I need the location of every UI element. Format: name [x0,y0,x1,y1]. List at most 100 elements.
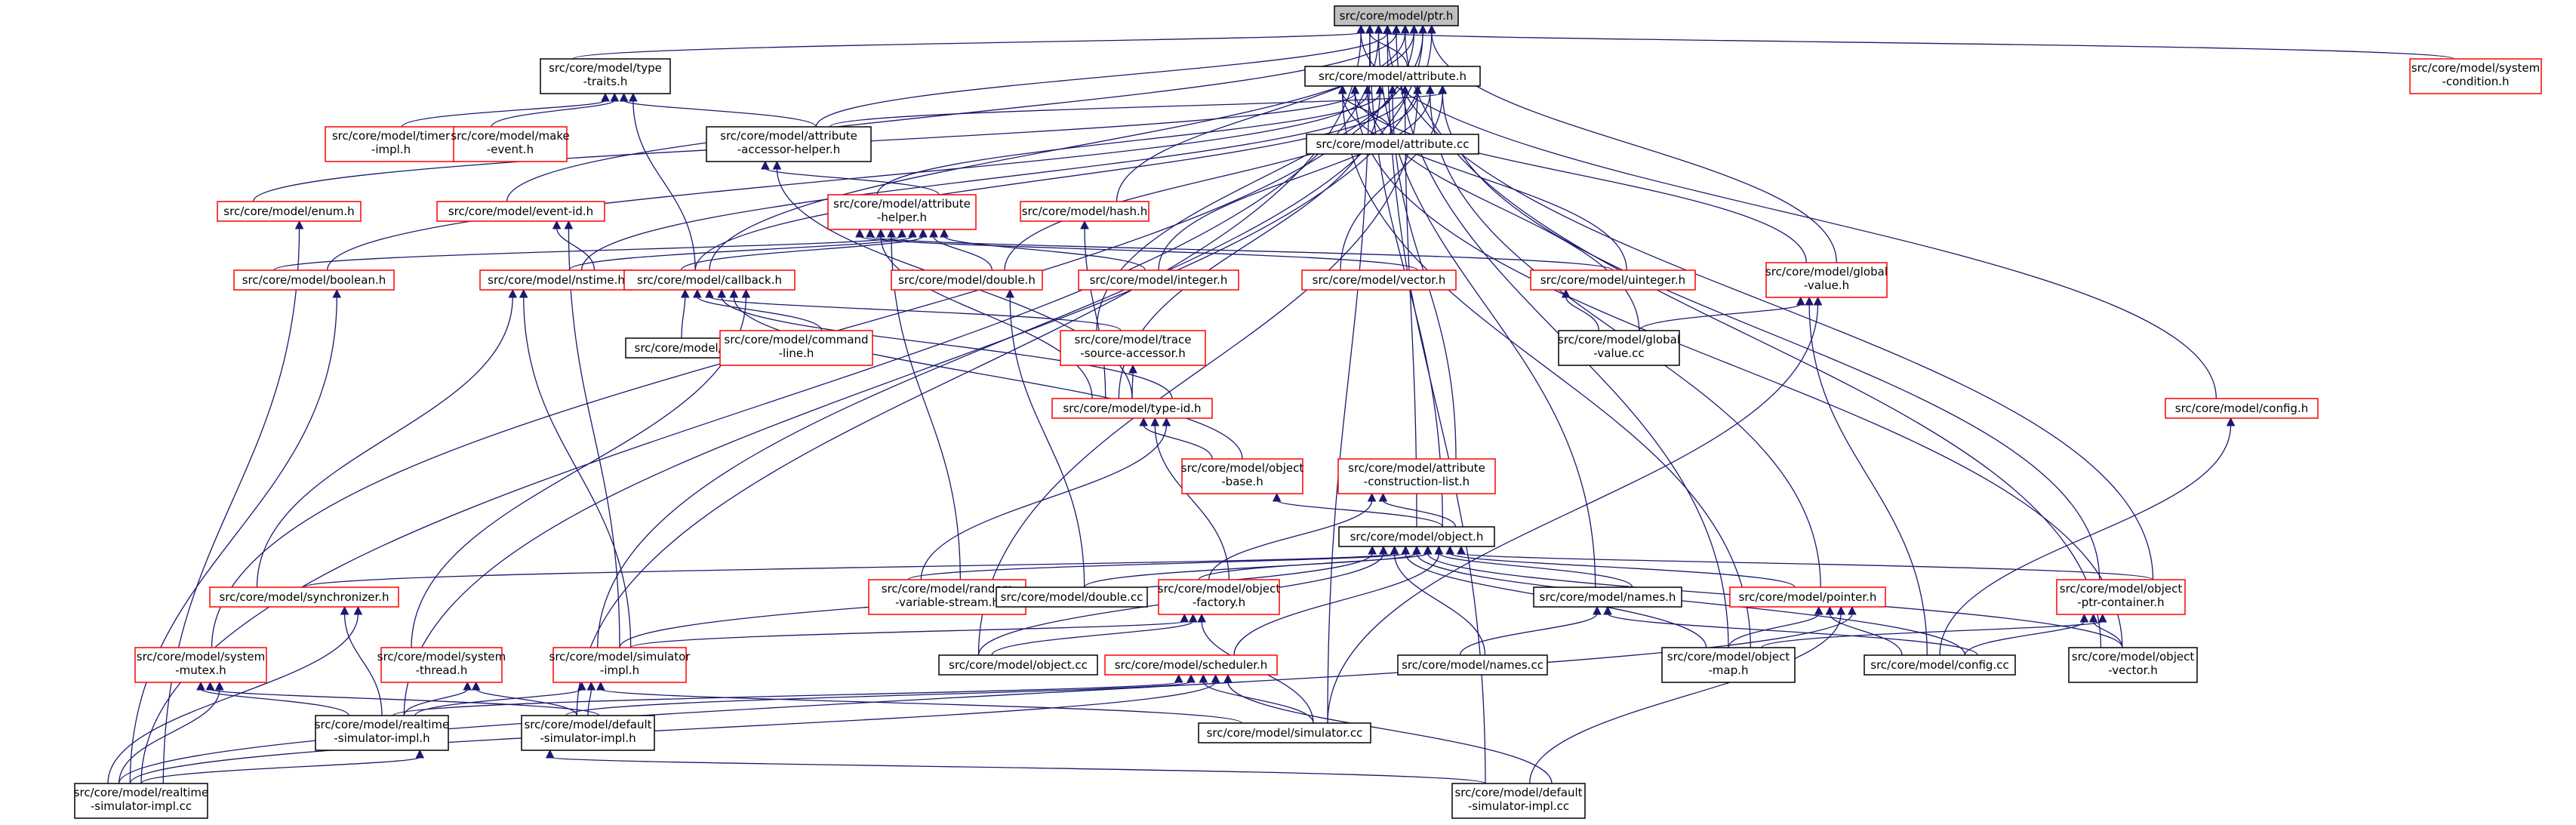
node-box-object_h[interactable] [1338,526,1495,547]
node-object_cc[interactable]: src/core/model/object.cc [938,654,1098,676]
node-box-command_line[interactable] [719,330,873,366]
node-attribute_cc[interactable]: src/core/model/attribute.cc [1306,134,1479,155]
node-realtime_impl_cc[interactable]: src/core/model/realtime-simulator-impl.c… [74,783,209,819]
node-uinteger[interactable]: src/core/model/uinteger.h [1530,269,1696,291]
node-box-uinteger[interactable] [1530,269,1696,291]
node-attribute[interactable]: src/core/model/attribute.h [1304,66,1481,87]
node-box-callback[interactable] [623,269,796,291]
node-box-system_condition[interactable] [2409,58,2542,94]
node-object_vector[interactable]: src/core/model/object-vector.h [2068,647,2198,683]
node-type_id[interactable]: src/core/model/type-id.h [1051,398,1213,419]
node-box-hash[interactable] [1020,201,1150,222]
node-nstime[interactable]: src/core/model/nstime.h [479,269,633,291]
node-default_impl_h[interactable]: src/core/model/default-simulator-impl.h [521,715,655,751]
node-accessor_helper[interactable]: src/core/model/attribute-accessor-helper… [706,126,872,162]
node-callback[interactable]: src/core/model/callback.h [623,269,796,291]
node-box-object_map[interactable] [1661,647,1796,683]
node-box-construction_list[interactable] [1337,458,1496,494]
node-system_thread[interactable]: src/core/model/system-thread.h [377,647,506,683]
node-double_cc[interactable]: src/core/model/double.cc [996,586,1148,608]
node-type_traits[interactable]: src/core/model/type-traits.h [540,58,671,94]
node-box-double_h[interactable] [891,269,1043,291]
node-config_cc[interactable]: src/core/model/config.cc [1864,654,2016,676]
node-box-realtime_impl_cc[interactable] [74,783,208,819]
node-box-config_cc[interactable] [1864,654,2016,676]
node-system_condition[interactable]: src/core/model/system-condition.h [2409,58,2542,94]
node-event_id[interactable]: src/core/model/event-id.h [436,201,605,222]
node-enum[interactable]: src/core/model/enum.h [217,201,362,222]
node-box-nstime[interactable] [479,269,633,291]
node-ptr_container[interactable]: src/core/model/object-ptr-container.h [2056,579,2186,615]
node-box-default_impl_cc[interactable] [1451,783,1586,819]
node-box-double_cc[interactable] [996,586,1148,608]
node-object_map[interactable]: src/core/model/object-map.h [1661,647,1796,683]
node-box-attribute_cc[interactable] [1306,134,1479,155]
node-box-object_factory[interactable] [1158,579,1280,615]
node-box-timer_impl[interactable] [325,126,457,162]
node-timer_impl[interactable]: src/core/model/timer-impl.h [325,126,457,162]
node-realtime_impl_h[interactable]: src/core/model/realtime-simulator-impl.h [315,715,450,751]
edge-default_impl_h-to-system_thread [475,688,577,716]
node-box-object_cc[interactable] [938,654,1098,676]
node-ptr[interactable]: src/core/model/ptr.h [1334,5,1459,26]
node-box-type_traits[interactable] [540,58,671,94]
node-synchronizer[interactable]: src/core/model/synchronizer.h [209,586,399,608]
node-hash[interactable]: src/core/model/hash.h [1020,201,1150,222]
node-box-scheduler[interactable] [1104,654,1278,676]
node-box-global_value_h[interactable] [1765,262,1888,298]
node-box-vector[interactable] [1301,269,1457,291]
node-global_value_cc[interactable]: src/core/model/global-value.cc [1558,330,1680,366]
node-box-object_base[interactable] [1181,458,1303,494]
node-object_base[interactable]: src/core/model/object-base.h [1181,458,1304,494]
node-double_h[interactable]: src/core/model/double.h [891,269,1043,291]
node-box-accessor_helper[interactable] [706,126,872,162]
node-object_h[interactable]: src/core/model/object.h [1338,526,1495,547]
node-box-trace_source[interactable] [1060,330,1206,366]
node-box-realtime_impl_h[interactable] [315,715,449,751]
node-box-attribute_helper[interactable] [827,194,977,230]
node-box-integer[interactable] [1078,269,1239,291]
node-box-event_id[interactable] [436,201,605,222]
node-box-object_vector[interactable] [2068,647,2198,683]
node-box-system_mutex[interactable] [134,647,267,683]
node-box-simulator_impl[interactable] [552,647,687,683]
node-box-ptr[interactable] [1334,5,1459,26]
node-box-system_thread[interactable] [380,647,503,683]
node-box-default_impl_h[interactable] [521,715,655,751]
node-vector[interactable]: src/core/model/vector.h [1301,269,1457,291]
node-label-enum: src/core/model/enum.h [223,205,354,218]
node-object_factory[interactable]: src/core/model/object-factory.h [1158,579,1281,615]
node-config_h[interactable]: src/core/model/config.h [2165,398,2319,419]
node-default_impl_cc[interactable]: src/core/model/default-simulator-impl.cc [1451,783,1586,819]
node-integer[interactable]: src/core/model/integer.h [1078,269,1239,291]
node-box-global_value_cc[interactable] [1558,330,1680,366]
node-simulator_cc[interactable]: src/core/model/simulator.cc [1198,722,1371,743]
node-box-boolean[interactable] [233,269,395,291]
node-box-ptr_container[interactable] [2056,579,2186,615]
node-pointer[interactable]: src/core/model/pointer.h [1729,586,1886,608]
node-box-enum[interactable] [217,201,362,222]
node-trace_source[interactable]: src/core/model/trace-source-accessor.h [1060,330,1206,366]
node-box-names_h[interactable] [1533,586,1682,608]
node-boolean[interactable]: src/core/model/boolean.h [233,269,395,291]
node-box-simulator_cc[interactable] [1198,722,1371,743]
node-box-synchronizer[interactable] [209,586,399,608]
node-attribute_helper[interactable]: src/core/model/attribute-helper.h [827,194,977,230]
node-box-config_h[interactable] [2165,398,2319,419]
node-names_cc[interactable]: src/core/model/names.cc [1397,654,1548,676]
node-scheduler[interactable]: src/core/model/scheduler.h [1104,654,1278,676]
edge-simulator_impl-to-object_factory [630,620,1185,648]
node-box-pointer[interactable] [1729,586,1886,608]
node-box-attribute[interactable] [1304,66,1481,87]
node-box-make_event[interactable] [453,126,568,162]
node-simulator_impl[interactable]: src/core/model/simulator-impl.h [549,647,691,683]
node-system_mutex[interactable]: src/core/model/system-mutex.h [134,647,267,683]
node-global_value_h[interactable]: src/core/model/global-value.h [1765,262,1888,298]
node-box-names_cc[interactable] [1397,654,1548,676]
node-make_event[interactable]: src/core/model/make-event.h [451,126,570,162]
node-names_h[interactable]: src/core/model/names.h [1533,586,1682,608]
edge-timer_impl-to-type_traits [401,100,606,128]
node-construction_list[interactable]: src/core/model/attribute-construction-li… [1337,458,1496,494]
node-command_line[interactable]: src/core/model/command-line.h [719,330,873,366]
node-box-type_id[interactable] [1051,398,1213,419]
